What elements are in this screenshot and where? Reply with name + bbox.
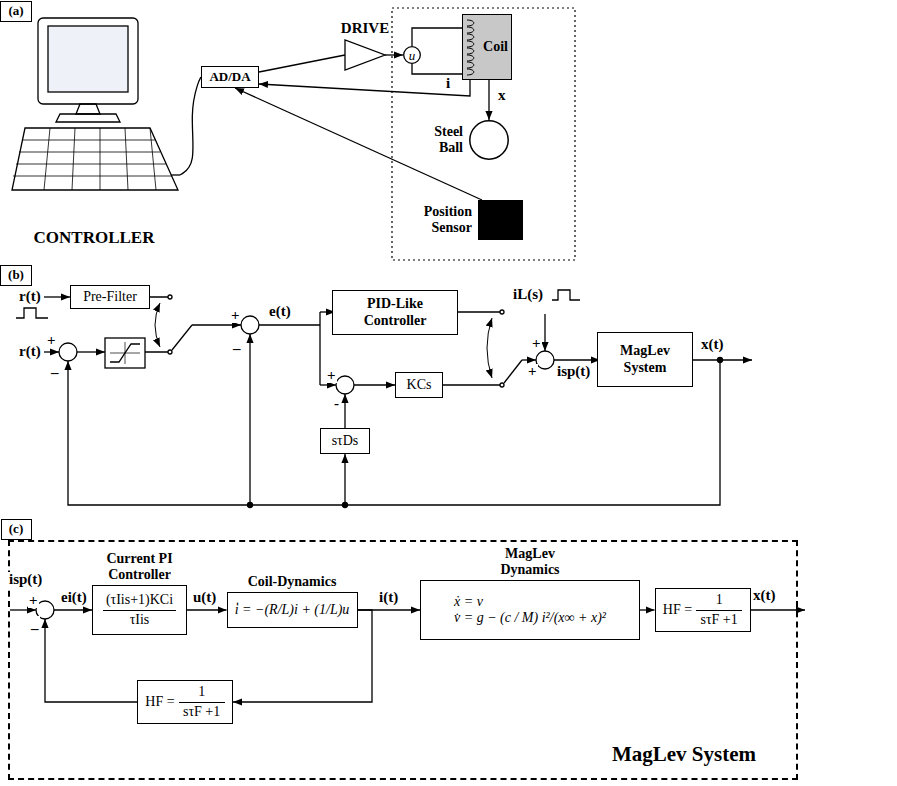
node-text: Coil-Dynamics (248, 574, 337, 590)
node-text: v̇ = g − (c / M) i²/(x∞ + x)² (454, 610, 606, 626)
filter-box: HF = 1sτF +1 (137, 680, 233, 724)
block-wires (10, 290, 805, 702)
signal-connector (358, 609, 421, 610)
controller-box: PID-Like Controller (332, 290, 458, 335)
panel-tag: (c) (1, 519, 32, 540)
node-text: (b) (8, 268, 24, 283)
signal-label: e(t) (268, 304, 292, 319)
node-text: Steel Ball (415, 124, 463, 156)
signal-label: + (531, 336, 542, 351)
node-text: HF = (663, 602, 692, 618)
computer-illustration (12, 18, 180, 190)
node-text: sτF +1 (701, 611, 738, 628)
node-text: MagLev System (612, 742, 756, 766)
node-text: 1 (179, 684, 225, 702)
signal-label: u(t) (192, 590, 217, 605)
voltage-source: u (403, 46, 421, 64)
system-frame: MagLev SystemCurrent PI Controller(τIis+… (8, 540, 798, 780)
signal-connector (385, 54, 403, 55)
node-text: Current PI Controller (85, 551, 195, 583)
node-text: u (409, 49, 416, 62)
node-text: AD/DA (209, 70, 250, 85)
signal-label: isp(t) (8, 572, 43, 587)
signal-connector (233, 610, 372, 702)
signal-label: + (326, 368, 337, 383)
node-text: sτF +1 (183, 703, 220, 720)
dynamics-box: Coil-Dynamicsi̇ = −(R/L)i + (1/L)u (227, 592, 358, 628)
signal-connector (180, 77, 201, 175)
signal-label: ei(t) (60, 590, 88, 605)
node-text: MagLev System (605, 343, 685, 375)
panel-tag: (b) (0, 265, 32, 286)
signal-label: _ (50, 360, 60, 375)
signal-label: iL(s) (512, 287, 544, 302)
node-text: τIis (130, 611, 150, 628)
signal-label: x(t) (752, 588, 777, 603)
node-text: sτDs (332, 433, 359, 449)
panel-tag: (a) (0, 1, 32, 22)
dynamics-box: MagLev Dynamicsẋ = vv̇ = g − (c / M) i²/… (420, 580, 640, 640)
position-sensor: Position Sensor (478, 200, 523, 240)
node-text: DRIVE (341, 20, 389, 37)
signal-connector (187, 609, 227, 610)
gain-box: KCs (395, 372, 443, 398)
coil: Coil (462, 14, 512, 80)
plant-enclosure (392, 8, 575, 260)
node-text: 1 (696, 592, 742, 610)
converter-box: AD/DA (201, 66, 259, 88)
node-text: Pre-Filter (83, 289, 137, 305)
signal-label: x(t) (700, 337, 725, 352)
filter-box: HF =1sτF +1 (655, 588, 751, 632)
drive-amplifier: DRIVE (345, 40, 385, 70)
steel-ball: Steel Ball (469, 120, 509, 160)
node-text: CONTROLLER (8, 228, 180, 248)
signal-label: _ (232, 336, 242, 351)
plant-box: MagLev System (597, 332, 693, 387)
signal-connector (235, 88, 482, 200)
signal-label: _ (30, 616, 40, 631)
signal-label: + (527, 364, 538, 379)
shape-outline (469, 120, 509, 160)
process-box: Pre-Filter (70, 285, 150, 309)
shape-outline (345, 40, 385, 70)
signal-label: x (497, 88, 507, 103)
node-text: (a) (8, 4, 23, 19)
node-text: MagLev Dynamics (485, 546, 575, 578)
signal-label: r(t) (18, 289, 42, 304)
node-text: (τIis+1)KCi (103, 592, 176, 610)
node-text: Coil (483, 39, 508, 55)
signal-label: r(t) (18, 344, 42, 359)
signal-connector (412, 28, 462, 46)
node-text: HF = (145, 694, 174, 710)
signal-connector (412, 64, 462, 74)
derivative-box: sτDs (320, 428, 370, 454)
signal-label: i (445, 76, 451, 91)
signal-label: isp(t) (556, 364, 591, 379)
node-text: (c) (9, 522, 23, 537)
signal-label: + (28, 593, 39, 608)
signal-connector (259, 80, 470, 96)
signal-label: i(t) (378, 590, 399, 605)
node-text: KCs (407, 377, 432, 393)
controller-box: Current PI Controller(τIis+1)KCiτIis (92, 585, 187, 635)
signal-label: + (46, 333, 57, 348)
controller-computer: CONTROLLER (8, 14, 180, 250)
signal-connector (488, 80, 489, 120)
node-text: i̇ = −(R/L)i + (1/L)u (235, 602, 350, 618)
signal-connector (259, 55, 345, 72)
signal-label: - (333, 396, 340, 411)
node-text: ẋ = v (454, 594, 483, 610)
node-text: PID-Like Controller (340, 296, 450, 328)
signal-connector (640, 609, 655, 610)
signal-label: + (230, 308, 241, 323)
node-text: Position Sensor (406, 204, 472, 236)
